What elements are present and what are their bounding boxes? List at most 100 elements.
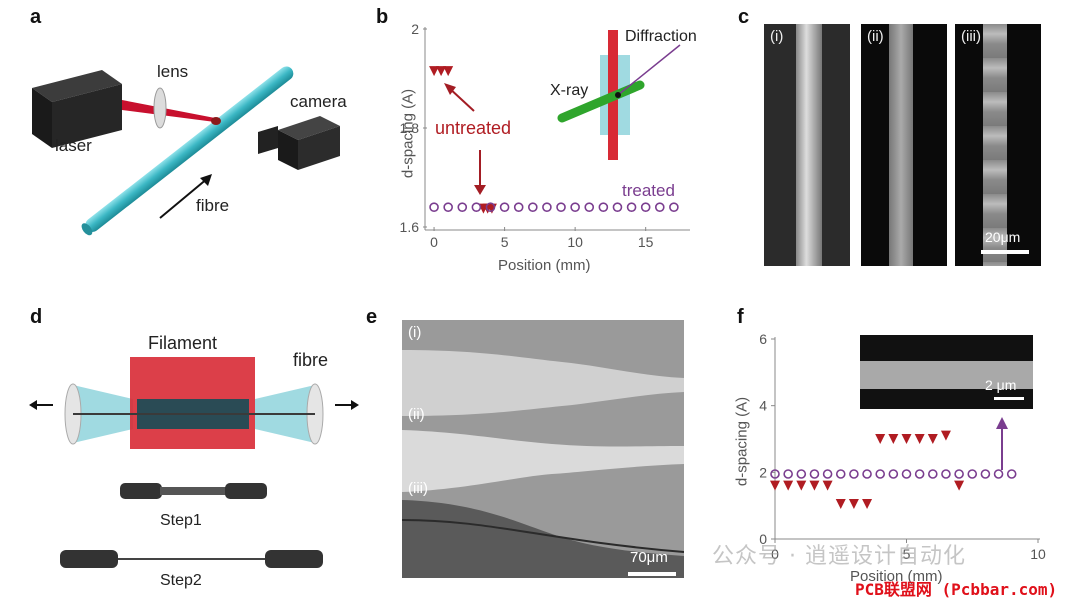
- xray-diffraction-inset: [557, 30, 681, 160]
- f-treated-point: [928, 469, 938, 479]
- f-untreated-point: [914, 434, 925, 444]
- f-inset-scalebar-label: 2 μm: [985, 377, 1017, 393]
- panel-label-a: a: [30, 6, 42, 28]
- f-treated-point: [901, 469, 912, 479]
- f-ytick-label: 6: [759, 331, 767, 347]
- b-ytick-label: 1.6: [400, 219, 420, 235]
- direction-arrow: [159, 177, 209, 219]
- f-xtick-label: 5: [903, 546, 911, 562]
- b-xtick-label: 5: [501, 234, 509, 250]
- laser-beam: [122, 100, 215, 122]
- d-step2-label: Step2: [160, 572, 202, 589]
- f-treated-point: [954, 469, 964, 479]
- b-treated-point: [584, 202, 595, 212]
- c-scalebar-label: 20μm: [985, 229, 1021, 245]
- b-treated-point: [612, 202, 623, 212]
- c-sub-ii: (ii): [867, 28, 884, 45]
- chart-f: 0 2 4 6 0 5 10: [759, 331, 1046, 562]
- camera-box: [278, 116, 340, 140]
- f-treated-point: [770, 469, 780, 479]
- b-treated-label: treated: [622, 181, 675, 200]
- f-untreated-point: [875, 434, 886, 444]
- c-scalebar: [981, 250, 1029, 254]
- b-treated-point: [542, 202, 552, 212]
- f-untreated-point: [770, 480, 780, 491]
- d-fibre-label: fibre: [293, 350, 329, 370]
- d-step1-label: Step1: [160, 512, 202, 529]
- lens-icon: [153, 87, 167, 129]
- f-treated-point: [1006, 469, 1017, 479]
- b-treated-point: [654, 202, 665, 212]
- b-xlabel: Position (mm): [498, 257, 591, 274]
- f-treated-point: [993, 469, 1004, 479]
- laser-setup-illustration: [32, 66, 340, 236]
- fibre-icon: [81, 66, 294, 236]
- f-ytick-label: 0: [759, 531, 767, 547]
- watermark-text: 公众号 · 逍遥设计自动化: [712, 544, 966, 569]
- f-treated-point: [822, 469, 833, 479]
- e-sub-i: (i): [408, 324, 422, 341]
- f-xlabel: Position (mm): [850, 568, 943, 585]
- panel-label-d: d: [30, 306, 43, 328]
- step2-fibre: [60, 550, 323, 568]
- f-treated-point: [862, 469, 872, 479]
- camera-label: camera: [290, 92, 347, 111]
- micrograph-c-ii: (ii): [861, 24, 947, 266]
- fibre-drawing-illustration: [29, 357, 359, 568]
- f-xtick-label: 10: [1030, 546, 1046, 562]
- f-ytick-label: 2: [759, 464, 767, 480]
- b-xtick-label: 10: [567, 234, 583, 250]
- b-treated-point: [640, 202, 651, 212]
- f-untreated-point: [862, 499, 873, 509]
- f-untreated-point: [888, 434, 899, 444]
- c-sub-i: (i): [770, 28, 784, 45]
- panel-label-b: b: [376, 6, 389, 28]
- b-treated-point: [457, 202, 468, 212]
- f-ytick-label: 4: [759, 398, 767, 414]
- xray-beam: [557, 80, 645, 123]
- b-treated-point: [471, 202, 482, 212]
- f-treated-point: [835, 469, 846, 479]
- f-untreated-point: [940, 430, 951, 441]
- f-untreated-point: [822, 480, 833, 491]
- d-filament-label: Filament: [148, 333, 218, 353]
- step1-fibre: [120, 483, 267, 499]
- b-treated-point: [513, 202, 524, 212]
- b-ytick-label: 1.8: [400, 120, 420, 136]
- c-sub-iii: (iii): [961, 28, 981, 45]
- fibre-label: fibre: [196, 196, 230, 215]
- b-untreated-point: [436, 66, 447, 77]
- f-untreated-point: [954, 480, 965, 491]
- b-treated-point: [499, 202, 510, 212]
- micrograph-e: (i) (ii) (iii) 70μm: [402, 320, 684, 578]
- f-untreated-point: [796, 480, 807, 491]
- b-untreated-label: untreated: [435, 118, 512, 138]
- b-treated-point: [598, 202, 609, 212]
- e-sub-ii: (ii): [408, 406, 425, 423]
- f-untreated-point: [848, 499, 859, 509]
- b-untreated-point: [429, 66, 440, 77]
- f-treated-point: [941, 469, 951, 479]
- f-inset-scalebar: [994, 397, 1024, 400]
- f-treated-point: [914, 469, 925, 479]
- f-treated-point: [888, 469, 899, 479]
- f-treated-point: [967, 469, 978, 479]
- e-scalebar: [628, 572, 676, 576]
- e-sub-iii: (iii): [408, 480, 428, 497]
- f-untreated-point: [835, 499, 846, 509]
- laser-box-top: [32, 70, 122, 102]
- b-treated-point: [429, 202, 439, 212]
- lens-label: lens: [157, 62, 189, 81]
- b-xtick-label: 15: [638, 234, 654, 250]
- diffraction-line: [617, 44, 681, 96]
- panel-label-e: e: [366, 306, 378, 328]
- f-xtick-label: 0: [771, 546, 779, 562]
- b-treated-point: [570, 202, 580, 212]
- f-untreated-point: [901, 434, 912, 444]
- f-treated-point: [809, 469, 820, 479]
- b-treated-point: [443, 202, 453, 212]
- f-treated-point: [783, 469, 793, 479]
- b-treated-point: [528, 202, 538, 212]
- watermark-site: PCB联盟网 (Pcbbar.com): [855, 580, 1058, 599]
